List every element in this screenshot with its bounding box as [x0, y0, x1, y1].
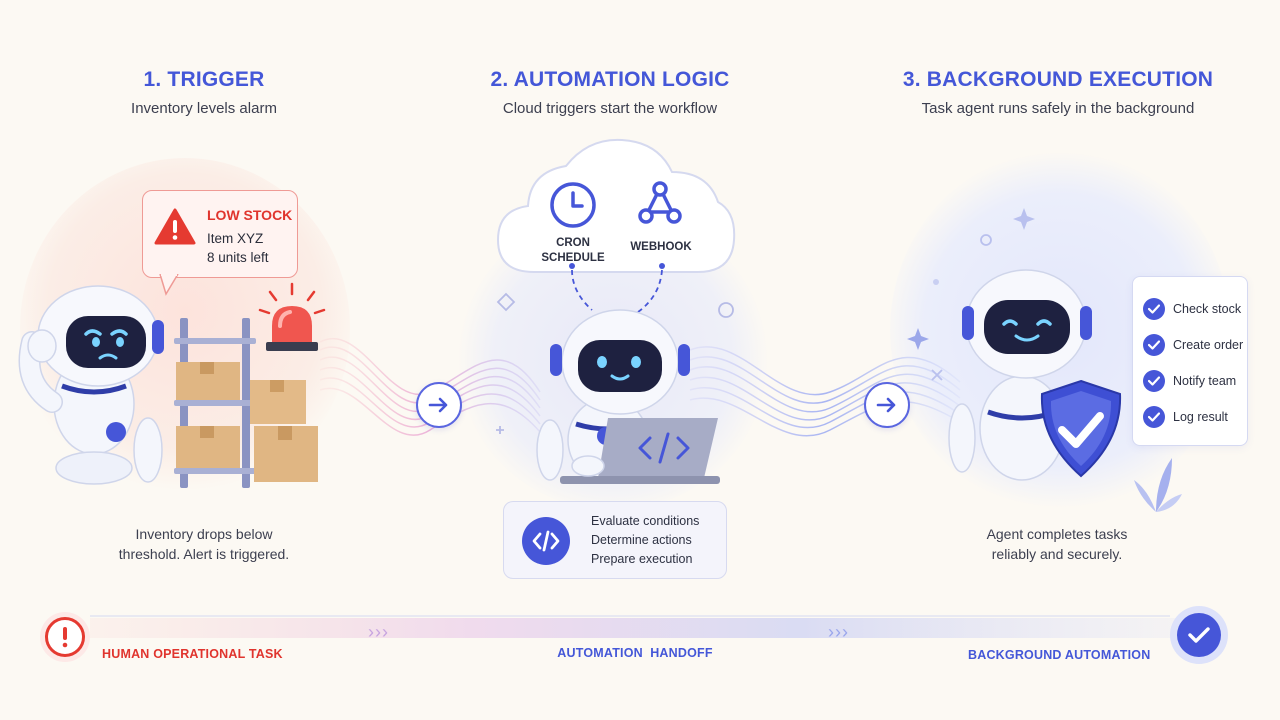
checklist-item-check-stock[interactable]: Check stock	[1143, 297, 1241, 321]
decorative-shapes-2	[496, 292, 734, 434]
checklist-item-notify-team[interactable]: Notify team	[1143, 369, 1236, 393]
step-3-caption-line2: reliably and securely.	[991, 546, 1123, 562]
checklist-label: Log result	[1173, 410, 1228, 424]
step-3-caption-line1: Agent completes tasks	[986, 526, 1128, 542]
cloud-connectors	[569, 263, 665, 313]
step-1-title: 1. TRIGGER	[143, 68, 265, 91]
checklist-item-create-order[interactable]: Create order	[1143, 333, 1243, 357]
step-1-caption-line2: threshold. Alert is triggered.	[118, 546, 290, 562]
webhook-icon	[638, 181, 682, 224]
check-circle-icon	[1143, 298, 1165, 320]
decorative-sparkles-3	[907, 208, 1035, 381]
inventory-shelf	[174, 318, 318, 488]
worried-robot	[18, 285, 164, 485]
step-3-subtitle: Task agent runs safely in the background	[921, 100, 1195, 117]
timeline-label-background: BACKGROUND AUTOMATION	[968, 648, 1151, 662]
chevrons-1: ›››	[368, 622, 389, 642]
code-icon-badge	[522, 517, 570, 565]
bubble-tail	[159, 274, 179, 296]
happy-robot	[948, 269, 1092, 481]
alert-title: LOW STOCK	[207, 207, 293, 223]
chevrons-2: ›››	[828, 622, 849, 642]
alert-units: 8 units left	[207, 250, 269, 265]
webhook-label: WEBHOOK	[630, 241, 692, 253]
timeline-label-handoff: AUTOMATION HANDOFF	[557, 646, 713, 660]
step-3-caption: Agent completes tasks reliably and secur…	[930, 524, 1184, 564]
logic-item-evaluate: Evaluate conditions	[591, 514, 700, 528]
task-checklist-card: Check stock Create order Notify team Log…	[1132, 276, 1248, 446]
cloud-shape	[496, 138, 736, 273]
arrow-right-icon	[876, 397, 896, 413]
step-1-caption-line1: Inventory drops below	[135, 526, 273, 542]
cron-label-line1: CRON	[556, 237, 590, 249]
next-step-arrow-2[interactable]	[864, 382, 910, 428]
step-2-title: 2. AUTOMATION LOGIC	[490, 68, 730, 91]
check-circle-icon	[1143, 334, 1165, 356]
warning-triangle-icon	[154, 208, 196, 245]
low-stock-alert-bubble: LOW STOCK Item XYZ 8 units left	[142, 190, 298, 278]
timeline-track	[90, 615, 1180, 638]
logic-item-determine: Determine actions	[591, 533, 692, 547]
alert-item: Item XYZ	[207, 231, 264, 246]
next-step-arrow-1[interactable]	[416, 382, 462, 428]
clock-icon	[550, 182, 596, 228]
step-2-subtitle: Cloud triggers start the workflow	[502, 100, 718, 117]
shield-check-icon	[1040, 379, 1122, 478]
step-1-caption: Inventory drops below threshold. Alert i…	[74, 524, 334, 564]
arrow-right-icon	[428, 397, 448, 413]
checklist-item-log-result[interactable]: Log result	[1143, 405, 1228, 429]
checklist-label: Notify team	[1173, 374, 1237, 388]
cron-schedule-label: CRON SCHEDULE	[530, 236, 616, 266]
step-3-title: 3. BACKGROUND EXECUTION	[902, 68, 1214, 91]
timeline-label-human: HUMAN OPERATIONAL TASK	[102, 647, 283, 661]
check-circle-icon	[1143, 370, 1165, 392]
cron-label-line2: SCHEDULE	[541, 252, 605, 264]
alarm-light-icon	[258, 282, 326, 351]
logic-steps-card: Evaluate conditions Determine actions Pr…	[503, 501, 727, 579]
check-circle-icon	[1143, 406, 1165, 428]
plant-decoration	[1134, 458, 1182, 512]
logic-item-prepare: Prepare execution	[591, 552, 693, 566]
step-1-subtitle: Inventory levels alarm	[131, 100, 277, 117]
checklist-label: Create order	[1173, 338, 1244, 352]
alert-circle-icon	[40, 612, 90, 662]
code-icon	[532, 530, 560, 552]
robot-with-laptop	[536, 309, 720, 484]
complete-check-icon	[1170, 606, 1228, 664]
checklist-label: Check stock	[1173, 302, 1242, 316]
